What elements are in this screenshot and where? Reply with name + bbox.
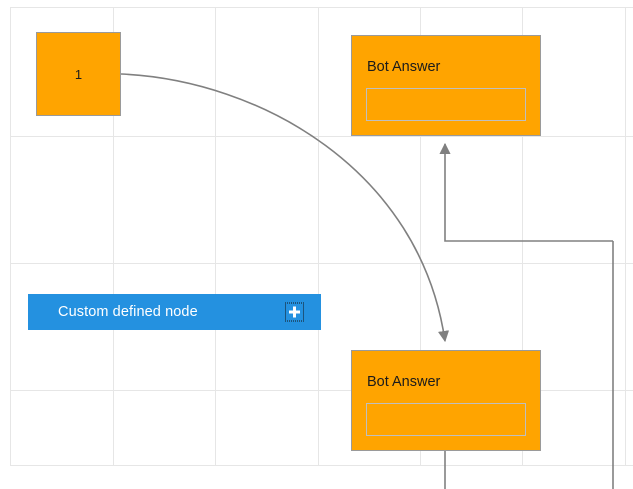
bot-answer-bottom-slot[interactable] <box>366 403 526 436</box>
flow-node-1[interactable]: 1 <box>36 32 121 116</box>
plus-icon[interactable] <box>285 302 304 322</box>
palette-item-label: Custom defined node <box>58 304 198 320</box>
plus-icon-vertical-bar <box>293 306 296 318</box>
flow-node-1-label: 1 <box>74 66 83 82</box>
bot-answer-top-slot[interactable] <box>366 88 526 121</box>
flow-node-bot-answer-bottom[interactable]: Bot Answer <box>351 350 541 451</box>
flow-node-bot-answer-top[interactable]: Bot Answer <box>351 35 541 136</box>
palette-item-custom-defined-node[interactable]: Custom defined node <box>28 294 321 330</box>
bot-answer-bottom-title: Bot Answer <box>367 374 441 390</box>
bot-answer-top-title: Bot Answer <box>367 59 441 75</box>
